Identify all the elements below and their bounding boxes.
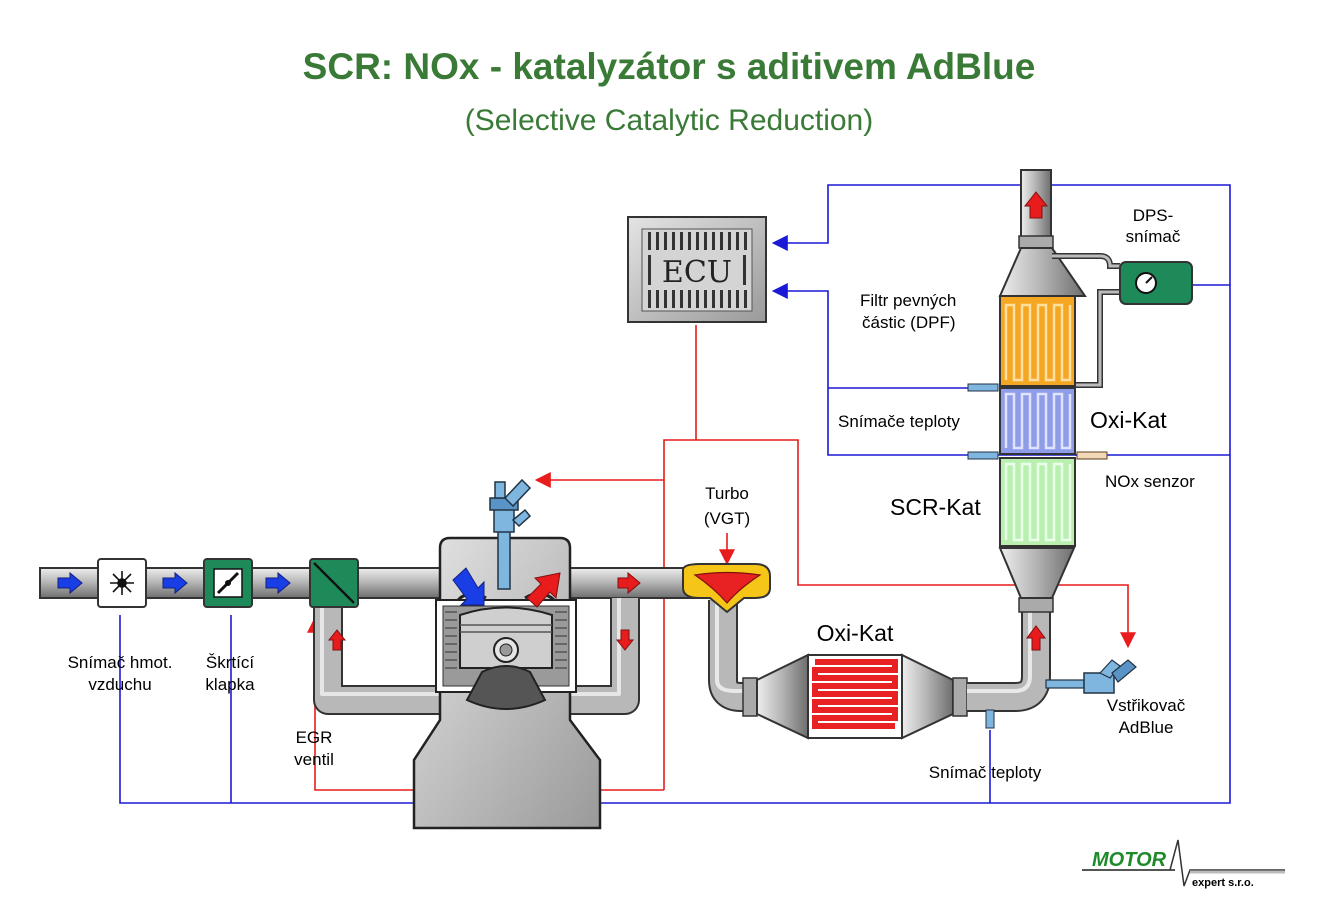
logo-motor-text: MOTOR (1092, 849, 1167, 871)
fan-icon (110, 571, 134, 595)
turbocharger (682, 563, 771, 614)
maf-sensor (97, 558, 147, 608)
adblue-injector (1045, 659, 1137, 694)
turbo-label-2: (VGT) (704, 509, 750, 528)
exhaust-out-arrow (1023, 191, 1049, 219)
engine-block (412, 536, 602, 830)
dpf-label-1: Filtr pevných (860, 291, 956, 310)
throttle-label-1: Škrtící (206, 653, 254, 672)
diagram-labels: Snímač hmot. vzduchu Škrtící klapka EGR … (68, 206, 1196, 782)
cylinder-hatch (445, 611, 567, 669)
adblue-injector-label-2: AdBlue (1119, 718, 1174, 737)
intake-flow-arrows (57, 571, 291, 595)
egr-valve (309, 558, 359, 608)
page-subtitle: (Selective Catalytic Reduction) (464, 104, 874, 137)
scr-kat-label: SCR-Kat (890, 494, 981, 520)
ecu-unit: ECU (627, 216, 767, 323)
dps-label-1: DPS- (1133, 206, 1174, 225)
red-signal-lines (307, 325, 1136, 791)
logo-expert-text: expert s.r.o. (1192, 877, 1254, 889)
motor-expert-logo: MOTOR expert s.r.o. (1082, 839, 1285, 889)
turbo-label-1: Turbo (705, 484, 749, 503)
temp-sensors-label: Snímače teploty (838, 412, 960, 431)
temp-sensor-label: Snímač teploty (929, 763, 1042, 782)
dpf-label-2: částic (DPF) (862, 313, 956, 332)
nox-sensor (1076, 451, 1108, 460)
egr-label-2: ventil (294, 750, 334, 769)
ecu-pins (648, 232, 747, 308)
dps-label-2: snímač (1126, 227, 1181, 246)
egr-flow-arrows (327, 571, 641, 651)
intake-air-arrow (452, 567, 485, 606)
maf-label-1: Snímač hmot. (68, 653, 173, 672)
exhaust-temp-sensor (985, 709, 995, 729)
fuel-injector (489, 478, 532, 590)
maf-label-2: vzduchu (88, 675, 151, 694)
nox-sensor-label: NOx senzor (1105, 472, 1195, 491)
oxikat-lower-label: Oxi-Kat (817, 620, 894, 646)
oxi-kat-lower (807, 654, 903, 739)
exhaust-gas-arrow (526, 572, 561, 608)
exhaust-pipe (708, 547, 1076, 740)
dps-sensor (1119, 261, 1193, 305)
throttle-label-2: klapka (205, 675, 255, 694)
exhaust-up-arrow (1026, 625, 1046, 651)
egr-label-1: EGR (296, 728, 333, 747)
ecu-label: ECU (662, 255, 732, 290)
page-title: SCR: NOx - katalyzátor s aditivem AdBlue (302, 46, 1036, 87)
connecting-rod (465, 665, 547, 710)
oxikat-upper-label: Oxi-Kat (1090, 407, 1167, 433)
aftertreatment-tower (967, 169, 1120, 547)
adblue-injector-label-1: Vstřikovač (1107, 696, 1186, 715)
throttle-valve (203, 558, 253, 608)
